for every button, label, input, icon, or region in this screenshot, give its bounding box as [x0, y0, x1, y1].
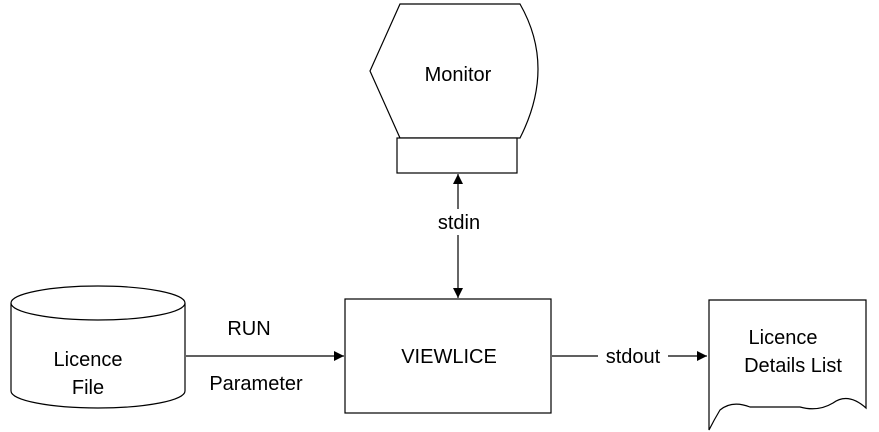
stdin-label-backdrop — [428, 209, 490, 235]
details-list-node: Licence Details List — [708, 299, 867, 431]
licence-file-node: Licence File — [10, 285, 186, 409]
details-list-label-line2: Details List — [744, 355, 842, 377]
program-node: VIEWLICE — [344, 298, 552, 414]
stdin-label: stdin — [438, 212, 480, 234]
stdin-connector: stdin — [428, 174, 490, 298]
details-list-document-shape — [708, 299, 867, 431]
stdout-connector: stdout — [552, 344, 707, 370]
licence-file-label-line2: File — [72, 377, 104, 399]
details-list-label-line1: Licence — [749, 327, 818, 349]
monitor-base-shape — [396, 137, 518, 174]
stdout-label-backdrop — [598, 344, 668, 370]
program-box — [344, 298, 552, 414]
run-label: RUN — [227, 318, 270, 340]
licence-file-label-line1: Licence — [54, 349, 123, 371]
monitor-screen-shape — [369, 3, 539, 139]
monitor-node: Monitor — [369, 3, 539, 174]
licence-file-cylinder-body — [10, 303, 186, 409]
licence-file-cylinder-top — [10, 285, 186, 321]
run-parameter-connector: RUN Parameter — [186, 318, 344, 395]
parameter-label: Parameter — [209, 373, 303, 395]
stdout-label: stdout — [606, 346, 661, 368]
program-label: VIEWLICE — [401, 346, 497, 368]
monitor-label: Monitor — [425, 64, 492, 86]
